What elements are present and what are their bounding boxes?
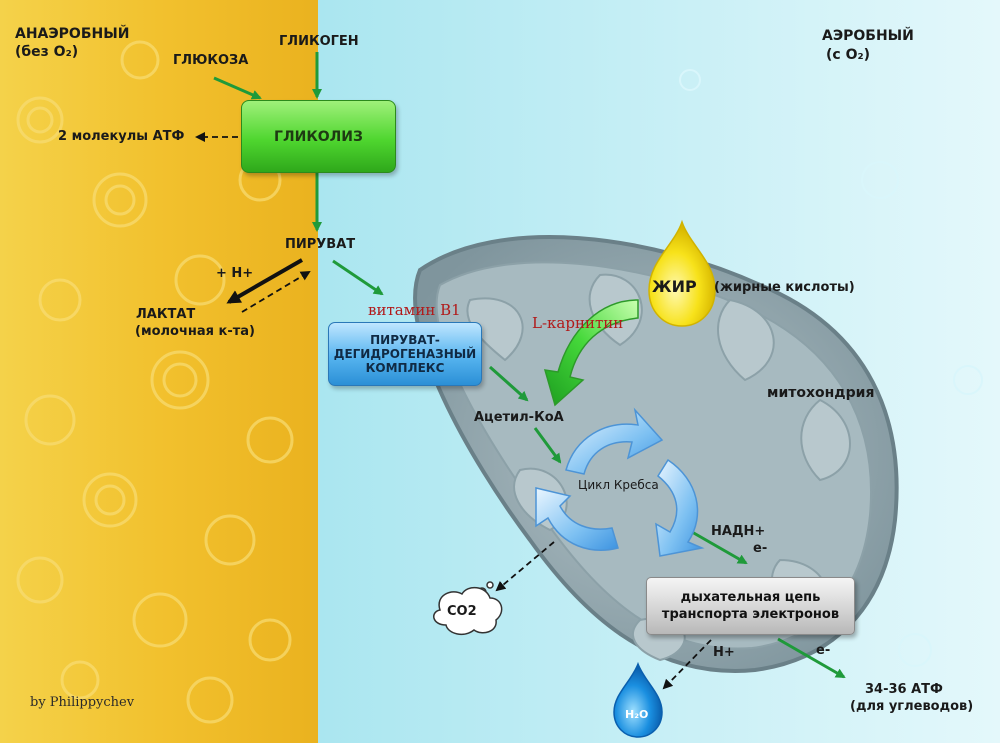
arrow-acetylcoa-krebs <box>533 427 562 464</box>
e-minus-2-label: е- <box>816 643 831 658</box>
pyruvate-label: ПИРУВАТ <box>285 237 356 252</box>
e-minus-1-label: е- <box>753 541 768 556</box>
atp2-label: 2 молекулы АТФ <box>58 129 185 144</box>
krebs-cycle-arrows <box>535 407 705 557</box>
pdh-line-3: КОМПЛЕКС <box>365 361 445 375</box>
h2o-label: H₂O <box>625 708 649 721</box>
arrow-glucose-glycolysis <box>213 76 262 100</box>
co2-label: СО2 <box>447 604 477 619</box>
anaerobic-title: АНАЭРОБНЫЙ <box>15 26 130 42</box>
arrow-krebs-nadh <box>691 530 748 565</box>
arrow-pyruvate-lactate <box>226 258 303 304</box>
anaerobic-circle-pattern <box>16 40 294 724</box>
glycogen-label: ГЛИКОГЕН <box>279 34 359 49</box>
l-carnitine-label: L-карнитин <box>532 314 624 332</box>
nadh-label: НАДН+ <box>711 524 766 539</box>
etc-line-2: транспорта электронов <box>661 607 840 622</box>
aerobic-bubbles <box>679 69 983 667</box>
glycolysis-box: ГЛИКОЛИЗ <box>241 100 396 173</box>
h-plus-right-label: Н+ <box>713 645 735 660</box>
mitochondrion-shape <box>413 235 899 673</box>
aerobic-title: АЭРОБНЫЙ <box>822 28 914 44</box>
l-carnitine-arrow <box>543 299 639 407</box>
arrow-etc-atp <box>777 637 846 679</box>
fat-label: ЖИР <box>652 277 697 296</box>
vitamin-b1-label: витамин В1 <box>368 301 461 319</box>
pdh-line-1: ПИРУВАТ- <box>370 333 440 347</box>
fat-drop-icon <box>648 219 716 327</box>
byline: by Philippychev <box>30 695 135 710</box>
h-plus-left-label: + Н+ <box>216 266 254 281</box>
krebs-cycle-label: Цикл Кребса <box>578 478 659 492</box>
glucose-label: ГЛЮКОЗА <box>173 53 249 68</box>
arrow-pdh-acetylcoa <box>489 365 529 402</box>
fat-note: (жирные кислоты) <box>714 280 855 295</box>
anaerobic-subtitle: (без O₂) <box>15 44 79 60</box>
arrow-lactate-pyruvate <box>241 270 311 313</box>
lactate-note: (молочная к-та) <box>135 324 255 339</box>
lactate-label: ЛАКТАТ <box>136 307 196 322</box>
atp-final-label: 34-36 АТФ <box>865 682 943 697</box>
pdh-complex-box: ПИРУВАТ- ДЕГИДРОГЕНАЗНЫЙ КОМПЛЕКС <box>328 322 482 386</box>
co2-cloud-icon <box>433 581 503 636</box>
arrow-krebs-co2 <box>495 541 555 592</box>
mitochondria-label: митохондрия <box>767 385 875 401</box>
water-drop-icon <box>613 661 663 738</box>
glycolysis-label: ГЛИКОЛИЗ <box>274 128 363 145</box>
atp-final-note: (для углеводов) <box>850 699 974 714</box>
acetyl-coa-label: Ацетил-КоА <box>474 410 564 425</box>
arrow-pyruvate-pdh <box>332 259 384 296</box>
etc-line-1: дыхательная цепь <box>680 590 821 605</box>
aerobic-subtitle: (с O₂) <box>826 47 871 63</box>
arrow-etc-h2o <box>662 639 712 690</box>
electron-transport-chain-box: дыхательная цепь транспорта электронов <box>646 577 855 635</box>
pdh-line-2: ДЕГИДРОГЕНАЗНЫЙ <box>333 347 477 361</box>
